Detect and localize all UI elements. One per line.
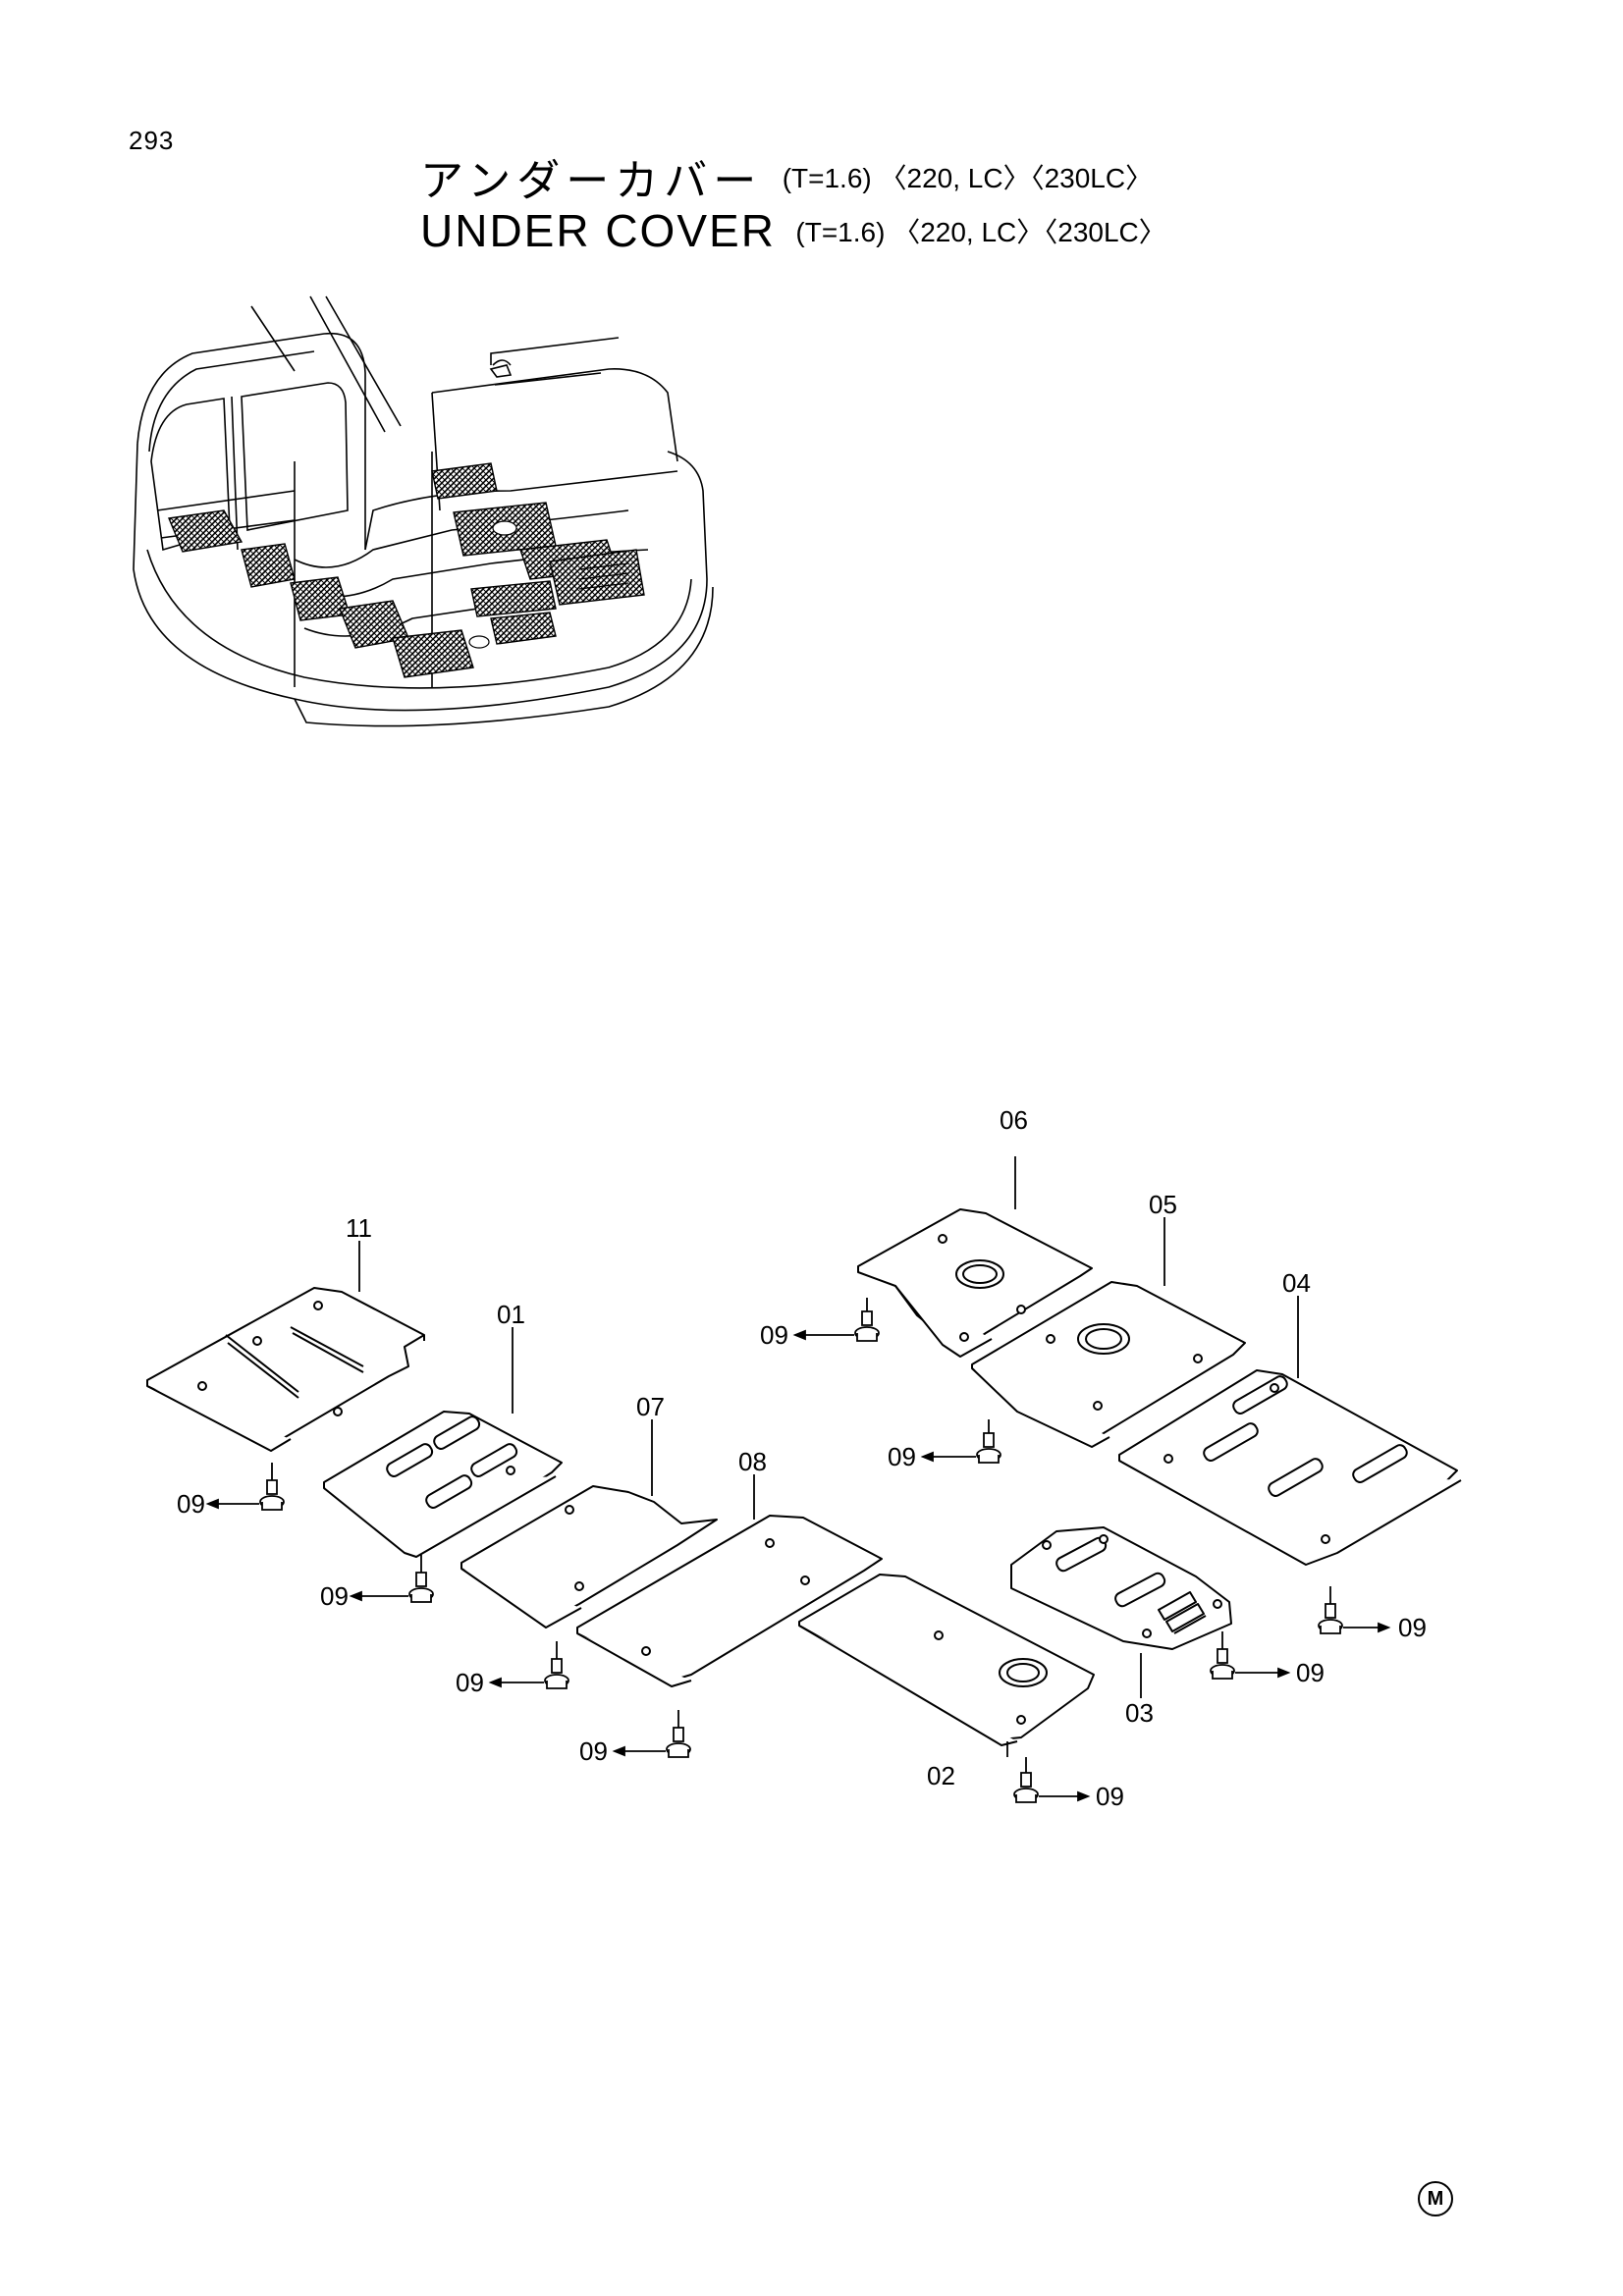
bolt-7 bbox=[1318, 1603, 1343, 1634]
cover-part-07 bbox=[460, 1485, 718, 1629]
corner-m-mark: M bbox=[1418, 2181, 1453, 2216]
bolt-9 bbox=[1013, 1772, 1039, 1803]
callout-09-c: 09 bbox=[456, 1668, 484, 1697]
cover-part-02 bbox=[798, 1574, 1095, 1746]
callout-04: 04 bbox=[1282, 1268, 1311, 1298]
title-english-line: UNDER COVER (T=1.6) 〈220, LC〉〈230LC〉 bbox=[420, 204, 1166, 257]
cover-part-03 bbox=[1010, 1526, 1232, 1650]
cover-part-06 bbox=[857, 1208, 1093, 1358]
callout-09-f: 09 bbox=[888, 1442, 916, 1471]
leader-lines bbox=[205, 1156, 1391, 1802]
bolt-1 bbox=[259, 1479, 285, 1511]
callout-03: 03 bbox=[1125, 1698, 1154, 1728]
callout-07: 07 bbox=[636, 1392, 665, 1421]
bolt-3 bbox=[544, 1658, 569, 1689]
bolts bbox=[259, 1310, 1343, 1803]
bolt-5 bbox=[854, 1310, 880, 1342]
bolt-2 bbox=[408, 1572, 434, 1603]
callout-06: 06 bbox=[1000, 1105, 1028, 1135]
cover-part-01 bbox=[323, 1411, 563, 1558]
title-japanese-line: アンダーカバー (T=1.6) 〈220, LC〉〈230LC〉 bbox=[420, 145, 1153, 208]
callout-09-i: 09 bbox=[1096, 1782, 1124, 1811]
title-japanese: アンダーカバー bbox=[420, 156, 763, 206]
callout-09-h: 09 bbox=[1296, 1658, 1325, 1687]
highlighted-cover-holes bbox=[468, 520, 629, 649]
title-spec-english: (T=1.6) 〈220, LC〉〈230LC〉 bbox=[795, 217, 1166, 247]
callout-09-e: 09 bbox=[760, 1320, 788, 1350]
page-number: 293 bbox=[129, 126, 175, 155]
title-english: UNDER COVER bbox=[420, 205, 776, 256]
machine-overview bbox=[133, 295, 714, 727]
callout-09-a: 09 bbox=[177, 1489, 205, 1519]
callout-09-d: 09 bbox=[579, 1736, 608, 1766]
bolt-4 bbox=[666, 1727, 691, 1758]
bolt-6 bbox=[976, 1432, 1001, 1464]
callout-01: 01 bbox=[497, 1300, 525, 1329]
callout-08: 08 bbox=[738, 1447, 767, 1476]
cover-part-04 bbox=[1118, 1369, 1462, 1566]
cover-part-11 bbox=[146, 1287, 425, 1452]
callout-05: 05 bbox=[1149, 1190, 1177, 1219]
cover-part-08 bbox=[576, 1515, 883, 1687]
callout-09-b: 09 bbox=[320, 1581, 349, 1611]
callout-09-g: 09 bbox=[1398, 1613, 1427, 1642]
cover-part-05 bbox=[971, 1281, 1246, 1448]
bolt-8 bbox=[1210, 1648, 1235, 1680]
callout-labels: 06 05 04 11 01 07 08 03 02 09 09 09 09 0… bbox=[177, 1105, 1427, 1811]
callout-11: 11 bbox=[346, 1213, 372, 1243]
title-spec-japanese: (T=1.6) 〈220, LC〉〈230LC〉 bbox=[782, 163, 1154, 193]
callout-02: 02 bbox=[927, 1761, 955, 1790]
highlighted-covers bbox=[168, 462, 645, 678]
